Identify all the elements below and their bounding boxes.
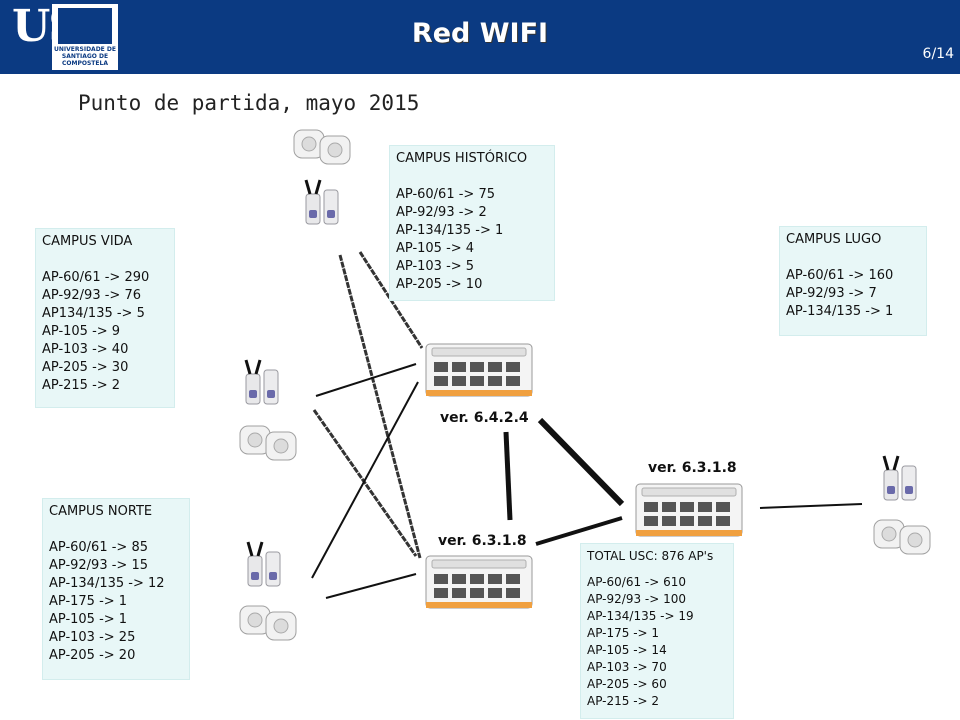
list-item: AP-134/135 -> 1 [786, 304, 894, 319]
header-bar: USC UNIVERSIDADE DE SANTIAGO DE COMPOSTE… [0, 0, 960, 74]
controller-top-version: ver. 6.4.2.4 [440, 410, 529, 426]
list-item: AP-134/135 -> 19 [587, 609, 694, 623]
campus-historico-box: CAMPUS HISTÓRICO AP-60/61 -> 75 AP-92/93… [389, 145, 555, 301]
link-norte-ap-to-top-controller [311, 381, 419, 579]
list-item: AP-60/61 -> 75 [396, 187, 495, 202]
link-norte-ap-to-bottom-controller [325, 573, 417, 599]
box-title: CAMPUS LUGO [786, 232, 882, 247]
link-bottom-controller-to-right-controller [535, 516, 623, 546]
ap-antenna-icon [882, 454, 918, 502]
list-item: AP-92/93 -> 15 [49, 558, 148, 573]
page-number: 6/14 [922, 46, 954, 62]
controller-bottom-icon [425, 555, 533, 609]
controller-right-icon [635, 483, 743, 537]
ap-dome-icon [239, 605, 297, 641]
controller-right-version: ver. 6.3.1.8 [648, 460, 737, 476]
list-item: AP-103 -> 70 [587, 660, 667, 674]
campus-norte-box: CAMPUS NORTE AP-60/61 -> 85 AP-92/93 -> … [42, 498, 190, 680]
list-item: AP-175 -> 1 [587, 626, 660, 640]
list-item: AP-175 -> 1 [49, 594, 128, 609]
list-item: AP-103 -> 5 [396, 259, 475, 274]
campus-lugo-box: CAMPUS LUGO AP-60/61 -> 160 AP-92/93 -> … [779, 226, 927, 336]
logo-university-name: UNIVERSIDADE DE SANTIAGO DE COMPOSTELA [54, 46, 116, 67]
link-vida-ap-to-top-controller [315, 363, 417, 397]
list-item: AP-134/135 -> 12 [49, 576, 165, 591]
list-item: AP-205 -> 60 [587, 677, 667, 691]
slide-subtitle: Punto de partida, mayo 2015 [78, 91, 420, 115]
list-item: AP-105 -> 14 [587, 643, 667, 657]
list-item: AP-92/93 -> 7 [786, 286, 877, 301]
controller-top-icon [425, 343, 533, 397]
usc-logo: USC UNIVERSIDADE DE SANTIAGO DE COMPOSTE… [12, 4, 120, 70]
list-item: AP-215 -> 2 [42, 378, 121, 393]
link-vida-ap-to-bottom-controller [312, 409, 418, 557]
controller-bottom-version: ver. 6.3.1.8 [438, 533, 527, 549]
total-usc-box: TOTAL USC: 876 AP's AP-60/61 -> 610 AP-9… [580, 543, 734, 719]
ap-group-lugo [873, 454, 931, 555]
links [311, 251, 863, 599]
link-right-controller-to-lugo-ap [759, 503, 863, 509]
box-title: CAMPUS NORTE [49, 504, 153, 519]
ap-antenna-icon [304, 178, 340, 226]
box-title: TOTAL USC: 876 AP's [587, 549, 714, 563]
list-item: AP-92/93 -> 2 [396, 205, 487, 220]
campus-vida-box: CAMPUS VIDA AP-60/61 -> 290 AP-92/93 -> … [35, 228, 175, 408]
ap-antenna-icon [246, 540, 282, 588]
list-item: AP-105 -> 4 [396, 241, 475, 256]
list-item: AP-103 -> 40 [42, 342, 129, 357]
list-item: AP-105 -> 1 [49, 612, 128, 627]
list-item: AP-205 -> 30 [42, 360, 129, 375]
list-item: AP-134/135 -> 1 [396, 223, 504, 238]
list-item: AP-60/61 -> 610 [587, 575, 687, 589]
list-item: AP-92/93 -> 76 [42, 288, 141, 303]
link-top-controller-to-bottom-controller [503, 431, 513, 521]
list-item: AP-205 -> 20 [49, 648, 136, 663]
list-item: AP-60/61 -> 160 [786, 268, 894, 283]
list-item: AP-92/93 -> 100 [587, 592, 687, 606]
ap-antenna-icon [244, 358, 280, 406]
list-item: AP-60/61 -> 290 [42, 270, 150, 285]
list-item: AP-205 -> 10 [396, 277, 483, 292]
ap-dome-icon [873, 519, 931, 555]
ap-group-historico [293, 129, 351, 226]
list-item: AP-60/61 -> 85 [49, 540, 148, 555]
ap-dome-icon [239, 425, 297, 461]
list-item: AP134/135 -> 5 [42, 306, 145, 321]
ap-group-vida [239, 358, 297, 461]
ap-dome-icon [293, 129, 351, 165]
ap-group-norte [239, 540, 297, 641]
page-title: Red WIFI [411, 18, 549, 49]
box-title: CAMPUS VIDA [42, 234, 133, 249]
logo-emblem: UNIVERSIDADE DE SANTIAGO DE COMPOSTELA [52, 4, 118, 70]
list-item: AP-215 -> 2 [587, 694, 660, 708]
box-title: CAMPUS HISTÓRICO [396, 151, 528, 166]
list-item: AP-103 -> 25 [49, 630, 136, 645]
link-top-ap-to-bottom-controller [338, 254, 422, 559]
list-item: AP-105 -> 9 [42, 324, 121, 339]
link-top-controller-to-right-controller [537, 417, 625, 507]
